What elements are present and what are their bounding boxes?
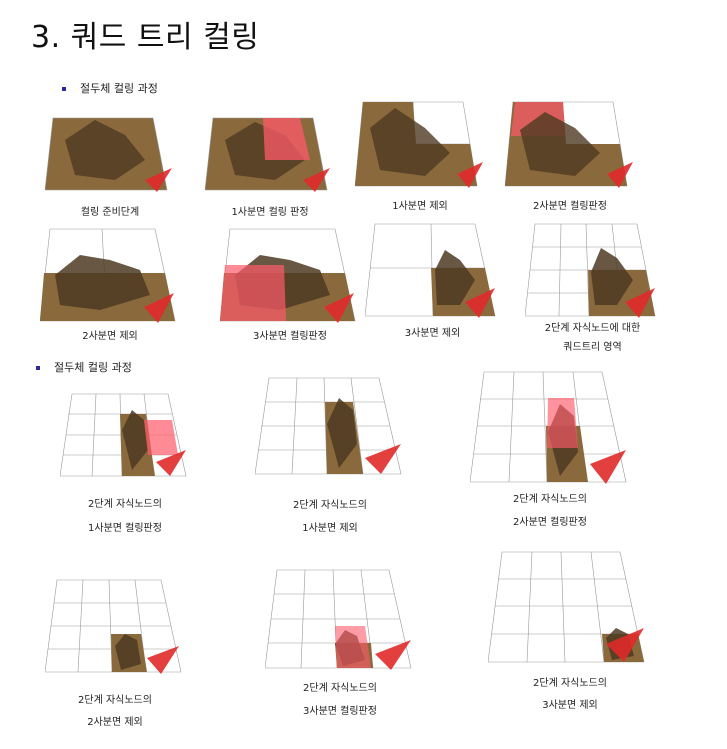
panel-child-q3-culling <box>265 566 415 672</box>
panel-level2-quadtree <box>525 220 660 320</box>
caption: 2단계 자식노드의 <box>303 683 377 694</box>
panel-q3-removed <box>365 220 500 320</box>
panel-q2-culling <box>505 98 635 190</box>
caption: 1사분면 제외 <box>392 201 448 212</box>
panel-child-q3-removed <box>488 548 648 666</box>
panel-q2-removed <box>40 225 180 325</box>
panel-q3-culling <box>220 225 360 325</box>
section-heading-1: 절두체 컬링 과정 <box>62 80 158 96</box>
panel-child-q1-culling <box>60 390 190 480</box>
caption: 3사분면 컬링판정 <box>303 706 377 717</box>
caption: 2단계 자식노드의 <box>533 678 607 689</box>
caption: 3사분면 제외 <box>542 700 598 711</box>
caption: 2단계 자식노드의 <box>293 500 367 511</box>
section-label: 절두체 컬링 과정 <box>54 361 132 374</box>
panel-q1-culling <box>205 110 335 195</box>
panel-child-q2-culling <box>470 368 630 486</box>
caption: 1사분면 제외 <box>302 523 358 534</box>
panel-q1-removed <box>355 98 485 190</box>
caption: 2단계 자식노드의 <box>513 494 587 505</box>
caption: 3사분면 제외 <box>404 328 461 339</box>
caption: 쿼드트리 영역 <box>563 342 622 353</box>
bullet-icon <box>62 87 66 91</box>
page-title: 3. 쿼드 트리 컬링 <box>31 20 260 55</box>
panel-culling-prep <box>45 110 175 195</box>
caption: 2단계 자식노드의 <box>78 695 152 706</box>
section-heading-2: 절두체 컬링 과정 <box>36 359 132 375</box>
caption: 1사분면 컬링 판정 <box>231 207 309 218</box>
panel-child-q2-removed <box>45 576 185 676</box>
section-label: 절두체 컬링 과정 <box>80 82 158 95</box>
caption: 3사분면 컬링판정 <box>253 331 327 342</box>
caption: 2사분면 제외 <box>82 331 138 342</box>
caption: 1사분면 컬링판정 <box>88 523 162 534</box>
panel-child-q1-removed <box>255 374 405 479</box>
caption: 2단계 자식노드에 대한 <box>544 323 641 334</box>
caption: 2단계 자식노드의 <box>88 499 162 510</box>
caption: 컬링 준비단계 <box>80 207 140 218</box>
caption: 2사분면 컬링판정 <box>513 517 587 528</box>
caption: 2사분면 컬링판정 <box>533 201 607 212</box>
bullet-icon <box>36 366 40 370</box>
caption: 2사분면 제외 <box>87 717 143 728</box>
